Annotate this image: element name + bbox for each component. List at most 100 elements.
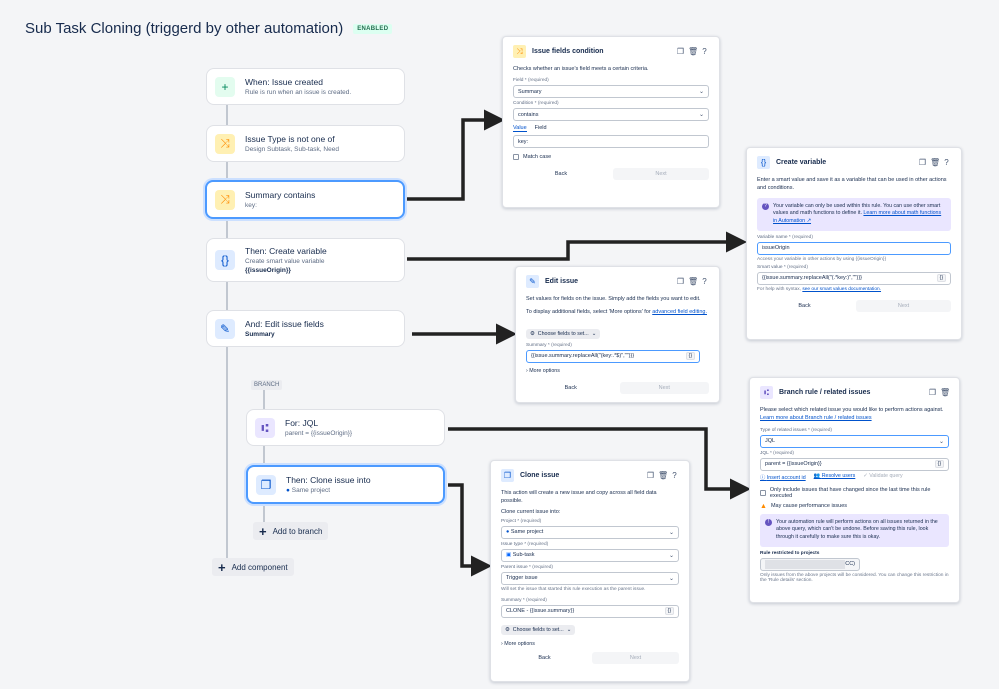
plus-icon: + bbox=[259, 523, 267, 539]
parent-select[interactable]: Trigger issue⌄ bbox=[501, 571, 679, 585]
help-icon[interactable]: ? bbox=[944, 158, 949, 167]
copy-icon[interactable]: ❐ bbox=[646, 471, 655, 480]
help-icon[interactable]: ? bbox=[672, 471, 677, 480]
action-node-create-variable[interactable]: {} Then: Create variable Create smart va… bbox=[206, 238, 405, 282]
braces-icon: {} bbox=[685, 352, 695, 360]
branch-node-jql[interactable]: ⑆ For: JQL parent = {{issueOrigin}} bbox=[246, 409, 445, 446]
match-case-checkbox[interactable]: Match case bbox=[513, 154, 709, 161]
variable-name-input[interactable]: issueOrigin bbox=[757, 241, 951, 255]
insert-account-id-link[interactable]: ⓘ Insert account id bbox=[760, 474, 806, 481]
condition-node-summary[interactable]: ⤨ Summary contains key: bbox=[205, 180, 405, 219]
more-options-toggle[interactable]: › More options bbox=[501, 640, 535, 647]
restricted-help: Only issues from the above projects will… bbox=[760, 572, 949, 583]
gear-icon: ⚙ bbox=[530, 330, 535, 337]
braces-icon: {} bbox=[936, 274, 946, 283]
trash-icon[interactable]: 🗑 bbox=[688, 277, 699, 286]
jql-input[interactable]: parent = {{issueOrigin}}{} bbox=[760, 457, 949, 471]
trash-icon[interactable]: 🗑 bbox=[688, 47, 699, 56]
question-icon: ? bbox=[762, 202, 769, 210]
action-node-clone-issue[interactable]: ❐ Then: Clone issue into ● Same project bbox=[246, 465, 445, 504]
parent-help: Will set the issue that started this rul… bbox=[501, 586, 646, 592]
choose-fields-button[interactable]: ⚙Choose fields to set...⌄ bbox=[526, 328, 601, 339]
help-icon[interactable]: ? bbox=[702, 47, 707, 56]
add-component-button[interactable]: + Add component bbox=[212, 558, 294, 576]
back-button[interactable]: Back bbox=[798, 302, 811, 309]
next-button[interactable]: Next bbox=[619, 381, 709, 394]
issue-type-select[interactable]: ▣ Sub-task⌄ bbox=[501, 548, 679, 562]
condition-select[interactable]: contains⌄ bbox=[513, 108, 709, 122]
only-changed-checkbox[interactable]: Only include issues that have changed si… bbox=[760, 487, 949, 499]
choose-fields-button[interactable]: ⚙Choose fields to set...⌄ bbox=[501, 624, 576, 635]
tab-value[interactable]: Value bbox=[513, 125, 527, 133]
node-subtitle: Create smart value variable bbox=[245, 258, 325, 265]
add-to-branch-button[interactable]: + Add to branch bbox=[253, 522, 329, 540]
next-button[interactable]: Next bbox=[856, 299, 951, 312]
copy-icon[interactable]: ❐ bbox=[928, 388, 937, 397]
more-options-toggle[interactable]: › More options bbox=[526, 367, 560, 374]
panel-desc: Enter a smart value and save it as a var… bbox=[757, 177, 947, 192]
condition-node-issue-type[interactable]: ⤨ Issue Type is not one of Design Subtas… bbox=[206, 125, 405, 162]
globe-icon: ● bbox=[286, 487, 290, 494]
info-icon: ! bbox=[765, 518, 772, 526]
header: Sub Task Cloning (triggerd by other auto… bbox=[25, 20, 393, 37]
summary-input[interactable]: CLONE - {{issue.summary}}{} bbox=[501, 604, 679, 618]
summary-input[interactable]: {{issue.summary.replaceAll("(key:.*$)","… bbox=[526, 349, 700, 363]
node-subtitle: parent = {{issueOrigin}} bbox=[285, 430, 353, 437]
braces-icon: {} bbox=[757, 156, 770, 169]
panel-branch-rule: ⑆ Branch rule / related issues ❐🗑 Please… bbox=[749, 377, 960, 603]
panel-title: Branch rule / related issues bbox=[779, 389, 871, 396]
summary-label: Summary * (required) bbox=[526, 342, 572, 348]
arrow-summary-to-condition bbox=[407, 109, 505, 201]
advanced-field-editing-link[interactable]: advanced field editing. bbox=[652, 309, 707, 316]
subtask-icon: ▣ bbox=[506, 552, 512, 559]
pencil-icon: ✎ bbox=[526, 275, 539, 288]
shuffle-icon: ⤨ bbox=[215, 189, 235, 210]
node-title: When: Issue created bbox=[245, 77, 323, 87]
plus-icon: + bbox=[215, 76, 235, 97]
restricted-label: Rule restricted to projects bbox=[760, 550, 820, 556]
back-button[interactable]: Back bbox=[564, 384, 577, 391]
trash-icon[interactable]: 🗑 bbox=[658, 471, 669, 480]
trigger-node[interactable]: + When: Issue created Rule is run when a… bbox=[206, 68, 405, 105]
resolve-users-link[interactable]: 👥 Resolve users bbox=[813, 472, 856, 479]
panel-title: Clone issue bbox=[520, 472, 560, 479]
smart-values-doc-link[interactable]: see our smart values documentation. bbox=[802, 286, 882, 292]
node-subtitle: Rule is run when an issue is created. bbox=[245, 89, 352, 96]
action-node-edit-issue[interactable]: ✎ And: Edit issue fields Summary bbox=[206, 310, 405, 347]
panel-desc: Checks whether an issue's field meets a … bbox=[513, 66, 649, 72]
smart-value-input[interactable]: {{issue.summary.replaceAll("(.*key:)",""… bbox=[757, 271, 951, 285]
copy-icon[interactable]: ❐ bbox=[676, 47, 685, 56]
node-title: Issue Type is not one of bbox=[245, 134, 335, 144]
node-subtitle: key: bbox=[245, 202, 257, 209]
trash-icon[interactable]: 🗑 bbox=[940, 388, 951, 397]
copy-icon: ❐ bbox=[256, 474, 276, 495]
next-button[interactable]: Next bbox=[613, 168, 709, 181]
variable-name-help: Access your variable in other actions by… bbox=[757, 256, 887, 262]
math-functions-link[interactable]: Learn more about math functions in Autom… bbox=[773, 210, 942, 224]
hierarchy-icon: ⑆ bbox=[760, 386, 773, 399]
branch-rule-link[interactable]: Learn more about Branch rule / related i… bbox=[760, 415, 872, 422]
type-select[interactable]: JQL⌄ bbox=[760, 434, 949, 448]
node-subtitle: Summary bbox=[245, 331, 275, 338]
copy-icon[interactable]: ❐ bbox=[918, 158, 927, 167]
chevron-down-icon: ⌄ bbox=[668, 575, 674, 582]
back-button[interactable]: Back bbox=[538, 654, 551, 661]
arrow-clone-to-panel bbox=[448, 483, 492, 577]
trash-icon[interactable]: 🗑 bbox=[930, 158, 941, 167]
validate-query-link[interactable]: ✓ Validate query bbox=[863, 472, 903, 479]
next-button[interactable]: Next bbox=[592, 651, 679, 664]
status-badge: ENABLED bbox=[353, 23, 393, 34]
value-input[interactable]: key: bbox=[513, 135, 709, 149]
project-select[interactable]: ● Same project⌄ bbox=[501, 525, 679, 539]
node-subtitle: ● Same project bbox=[286, 487, 331, 494]
panel-desc: This action will create a new issue and … bbox=[501, 490, 657, 505]
project-label: Project * (required) bbox=[501, 518, 542, 524]
help-icon[interactable]: ? bbox=[702, 277, 707, 286]
back-button[interactable]: Back bbox=[554, 171, 568, 178]
copy-icon[interactable]: ❐ bbox=[676, 277, 685, 286]
field-select[interactable]: Summary⌄ bbox=[513, 85, 709, 99]
tab-field[interactable]: Field bbox=[534, 125, 547, 132]
chevron-down-icon: ⌄ bbox=[566, 626, 572, 633]
copy-icon: ❐ bbox=[501, 469, 514, 482]
